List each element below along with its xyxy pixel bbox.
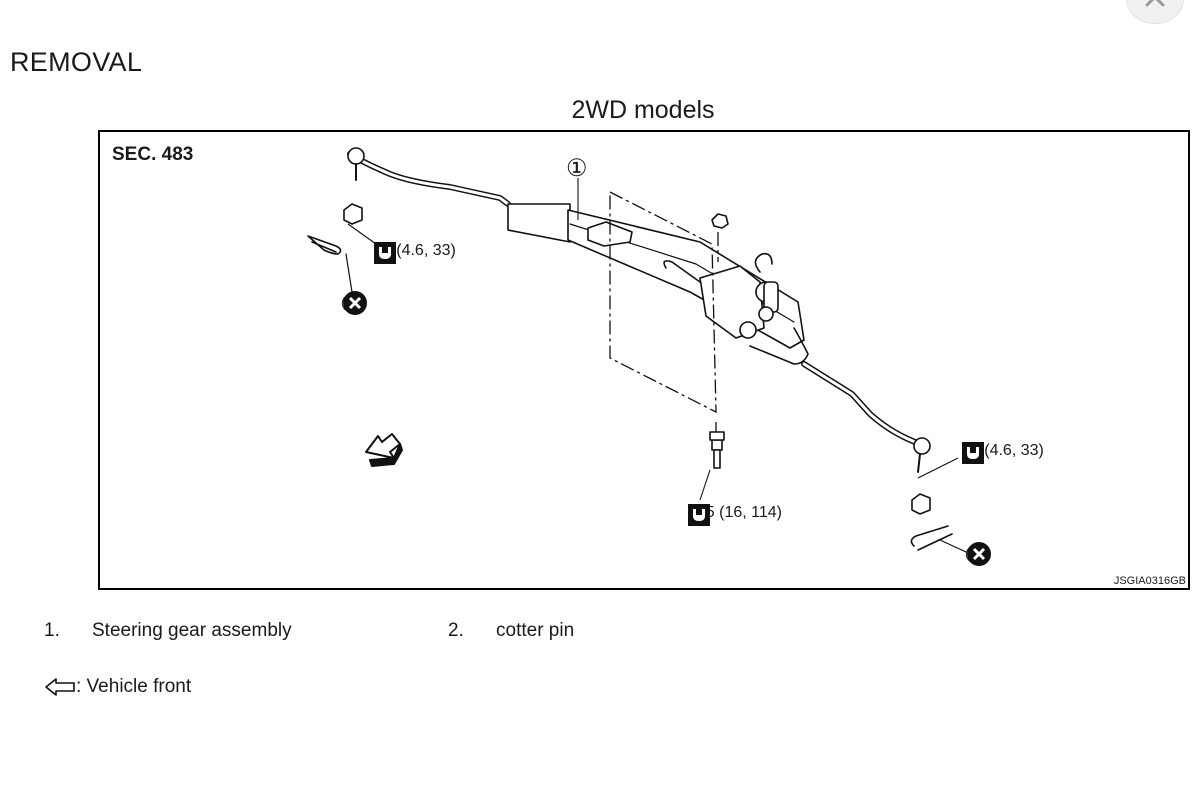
torque-wrench-icon bbox=[374, 242, 396, 264]
figure-subtitle: 2WD models bbox=[571, 96, 715, 124]
right-cotter-pin bbox=[910, 525, 949, 547]
left-nut bbox=[343, 203, 363, 225]
front-note-text: : Vehicle front bbox=[76, 676, 192, 697]
page-heading: REMOVAL bbox=[10, 47, 143, 77]
install-line bbox=[609, 190, 717, 414]
front-note: : Vehicle front bbox=[44, 676, 191, 698]
torque-wrench-icon bbox=[962, 442, 984, 464]
torque-value: 155 (16, 114) bbox=[688, 504, 782, 521]
legend-item-2-label: cotter pin bbox=[496, 620, 575, 641]
callout-2-left: ② bbox=[340, 290, 367, 319]
close-icon bbox=[1145, 0, 1165, 7]
legend-item-1-number: 1. bbox=[44, 620, 60, 641]
left-cotter-pin bbox=[307, 235, 342, 255]
do-not-reuse-icon bbox=[967, 542, 991, 566]
close-button[interactable] bbox=[1126, 0, 1184, 24]
left-tie-rod bbox=[347, 151, 511, 207]
left-tie-rod-end bbox=[347, 147, 365, 165]
callout-2-right: ② bbox=[964, 541, 991, 570]
section-label: SEC. 483 bbox=[112, 144, 194, 165]
legend-item-1-label: Steering gear assembly bbox=[92, 620, 292, 641]
valve-body bbox=[663, 252, 779, 339]
right-nut bbox=[911, 493, 931, 515]
right-boot bbox=[749, 327, 809, 365]
torque-spec-right: 45 (4.6, 33) bbox=[962, 442, 1044, 464]
torque-spec-left: 45 (4.6, 33) bbox=[374, 242, 456, 264]
torque-spec-bolt: 155 (16, 114) bbox=[688, 504, 782, 526]
steering-gear-illustration bbox=[307, 147, 967, 553]
steering-gear-figure: SEC. 483 ① ② ② 45 (4.6, 33) 155 (16, 114… bbox=[98, 130, 1190, 590]
do-not-reuse-icon bbox=[343, 291, 367, 315]
figure-code: JSGIA0316GB bbox=[1113, 575, 1186, 587]
rack-housing bbox=[507, 203, 571, 243]
top-nut bbox=[711, 213, 729, 229]
front-arrow-icon bbox=[45, 678, 75, 696]
legend-item-2-number: 2. bbox=[448, 620, 464, 641]
right-tie-rod-end bbox=[913, 437, 931, 455]
callout-1: ① bbox=[566, 155, 588, 182]
torque-wrench-icon bbox=[688, 504, 710, 526]
mounting-bolt bbox=[709, 431, 725, 469]
front-arrow-icon bbox=[365, 433, 403, 467]
